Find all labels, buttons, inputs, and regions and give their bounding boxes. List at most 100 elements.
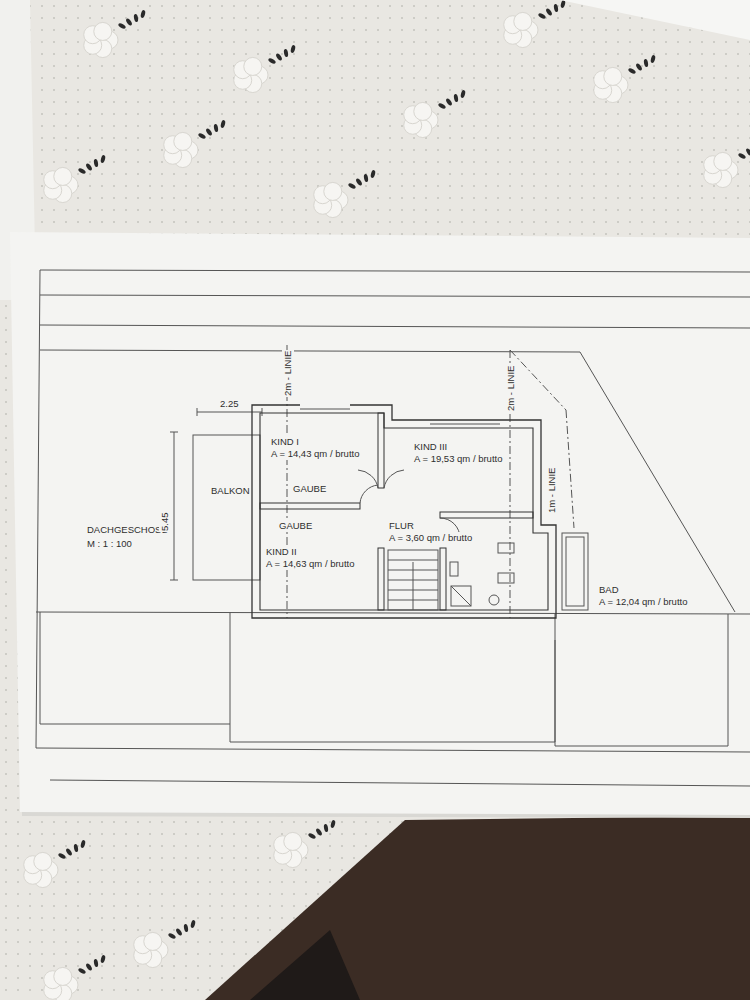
stair-step (388, 600, 413, 601)
leaf (323, 824, 328, 833)
dimension-tick (197, 408, 198, 416)
room-area: A = 14,63 qm / brutto (265, 558, 355, 570)
two-meter-line (510, 350, 566, 410)
flower (24, 840, 86, 888)
frame-line (40, 270, 750, 272)
leaf (445, 98, 453, 107)
petal (604, 67, 622, 85)
lower-outline (40, 612, 230, 724)
door-swing (360, 485, 378, 503)
leaf (635, 63, 643, 72)
leaf (58, 852, 67, 859)
leaf (175, 928, 183, 937)
petal (34, 852, 52, 870)
leaf (545, 8, 553, 17)
leaf (738, 152, 747, 159)
floor-plan (36, 270, 750, 786)
room-name: KIND I (270, 436, 300, 448)
drawing-title: DACHGESCHOSS (86, 524, 169, 536)
room-name: KIND III (413, 441, 448, 453)
petal (514, 12, 532, 30)
room-label: KIND IIIA = 19,53 qm / brutto (413, 441, 506, 466)
leaf (198, 132, 207, 139)
leaf (745, 148, 750, 157)
interior-wall (440, 512, 533, 518)
leaf (65, 848, 73, 857)
petal (54, 967, 72, 985)
petal (414, 102, 432, 120)
flower (704, 140, 750, 188)
window-gap (300, 404, 350, 406)
flower (594, 55, 656, 103)
leaf (78, 167, 87, 174)
scale-label: M : 1 : 100 (86, 538, 133, 550)
stair-step (413, 570, 438, 571)
room-area: A = 12,04 qm / brutto (598, 596, 688, 608)
leaf (283, 49, 288, 58)
interior-wall (378, 413, 384, 488)
room-label: FLURA = 3,60 qm / brutto (388, 520, 476, 545)
roof-window (498, 543, 514, 553)
leaf (370, 170, 376, 179)
stair-step (388, 580, 413, 581)
leaf (275, 53, 283, 62)
toilet (489, 595, 499, 605)
room-area: A = 14,43 qm / brutto (270, 448, 360, 460)
leaf (355, 178, 363, 187)
room-label: KIND IA = 14,43 qm / brutto (270, 436, 363, 461)
frame-line (40, 325, 750, 328)
petal (174, 132, 192, 150)
frame-line (50, 780, 750, 786)
side-box (562, 533, 588, 610)
flower (234, 45, 296, 93)
flower (404, 90, 466, 138)
washbasin (450, 562, 458, 576)
dimension-tick (170, 432, 178, 433)
flower (134, 920, 196, 968)
leaf (650, 55, 656, 64)
room-name: BAD (598, 584, 620, 596)
lower-outline (555, 614, 728, 746)
interior-wall (260, 503, 360, 509)
shower (451, 586, 471, 606)
leaf (133, 14, 138, 23)
room-name: KIND II (265, 546, 298, 558)
leaf (100, 955, 106, 964)
leaf (85, 963, 93, 972)
one-meter-line (566, 410, 574, 528)
leaf (205, 128, 213, 137)
flower (44, 955, 106, 1000)
floor (205, 816, 750, 1000)
leaf (268, 57, 277, 64)
leaf (80, 840, 86, 849)
leaf (183, 924, 188, 933)
stair-step (413, 580, 438, 581)
stair-step (413, 590, 438, 591)
stair-line (413, 562, 414, 610)
leaf (73, 844, 78, 853)
roof-edge (580, 352, 735, 612)
dormer-label: GAUBE (292, 483, 327, 495)
room-name: BALKON (210, 485, 251, 497)
dimension-line (174, 432, 175, 580)
room-label: KIND IIA = 14,63 qm / brutto (265, 546, 358, 571)
leaf (93, 159, 98, 168)
window (300, 409, 350, 410)
flower (504, 0, 566, 48)
leaf (213, 124, 218, 133)
petal (244, 57, 262, 75)
leaf (538, 12, 547, 19)
leaf (168, 932, 177, 939)
setback-line-label: 2m - LINIE (505, 365, 517, 412)
stair-step (388, 560, 438, 561)
leaf (460, 90, 466, 99)
petal (324, 182, 342, 200)
flower (84, 10, 146, 58)
setback-line-label: 2m - LINIE (282, 350, 294, 397)
staircase (388, 550, 438, 610)
room-area: A = 19,53 qm / brutto (413, 453, 503, 465)
eaves-line (36, 612, 750, 614)
dimension-label: 5.45 (159, 512, 171, 533)
other-sheet (560, 0, 750, 40)
